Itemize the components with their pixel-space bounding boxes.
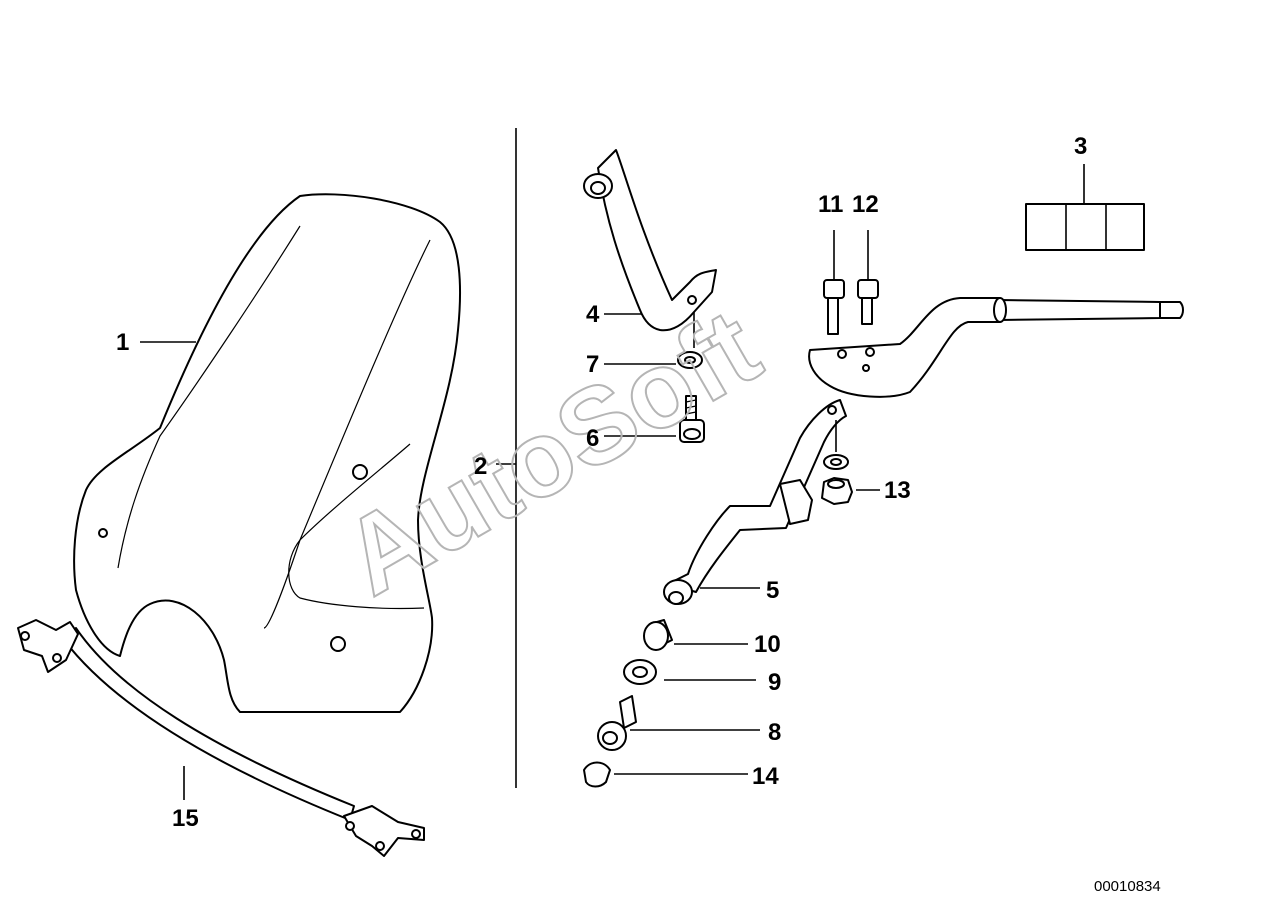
windshield-part: [73, 193, 462, 713]
callout-2: 2: [474, 453, 487, 480]
label-part-3: [1025, 164, 1145, 251]
brace-part: [17, 619, 425, 857]
callout-12: 12: [852, 191, 879, 218]
image-code: 00010834: [1094, 878, 1161, 895]
upper-bracket-part: [583, 149, 717, 348]
callout-6: 6: [586, 425, 599, 452]
callout-4: 4: [586, 301, 600, 328]
bolt-part-8: [597, 695, 637, 751]
cap-part-14: [583, 761, 611, 788]
washer-part-9: [623, 659, 657, 685]
callout-9: 9: [768, 669, 781, 696]
callout-11: 11: [818, 191, 843, 218]
callout-8: 8: [768, 719, 781, 746]
washer-part-7: [677, 351, 703, 369]
callout-15: 15: [172, 805, 199, 832]
callout-5: 5: [766, 577, 779, 604]
bolt-part-12: [857, 230, 879, 325]
callout-1: 1: [116, 329, 129, 356]
spacer-part-10: [643, 619, 673, 651]
callout-14: 14: [752, 763, 779, 790]
callout-10: 10: [754, 631, 781, 658]
callout-13: 13: [884, 477, 911, 504]
bolt-part-6: [679, 395, 705, 443]
callout-3: 3: [1074, 133, 1087, 160]
nut-part-13: [821, 454, 853, 505]
callout-7: 7: [586, 351, 599, 378]
lower-bracket-part: [663, 399, 847, 605]
leader-lines: [140, 313, 880, 800]
handlebar-part: [808, 297, 1184, 398]
bolt-part-11: [823, 230, 845, 335]
